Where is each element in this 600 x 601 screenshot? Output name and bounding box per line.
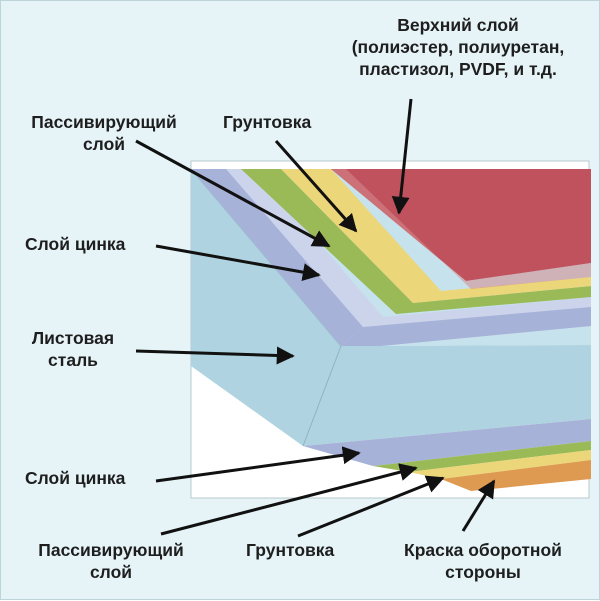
arrow-zinc-top bbox=[155, 244, 321, 282]
passivation-top-layer bbox=[241, 169, 591, 314]
label-zinc-bottom-line1: Слой цинка bbox=[25, 468, 126, 488]
steel-core-side bbox=[191, 169, 341, 446]
steel-core-edge bbox=[302, 345, 342, 447]
label-top-layer-line2: (полиэстер, полиуретан, bbox=[351, 37, 565, 57]
arrow-primer-bottom bbox=[297, 475, 445, 538]
arrow-steel bbox=[135, 346, 295, 365]
zinc-top-edge bbox=[341, 307, 591, 346]
label-primer-top-line1: Грунтовка bbox=[223, 112, 312, 132]
label-primer-bottom-line1: Грунтовка bbox=[246, 540, 335, 560]
label-passivating-top-line2: слой bbox=[82, 134, 126, 154]
label-passivating-bottom-line2: слой bbox=[89, 562, 133, 582]
label-primer-top: Грунтовка bbox=[223, 111, 311, 133]
label-passivating-top: Пассивирующий слой bbox=[17, 111, 191, 155]
label-passivating-top-line1: Пассивирующий bbox=[31, 112, 177, 132]
label-back-paint-line1: Краска оборотной bbox=[404, 540, 562, 560]
arrow-top-layer bbox=[391, 98, 413, 215]
label-primer-bottom: Грунтовка bbox=[246, 539, 334, 561]
label-zinc-top-line1: Слой цинка bbox=[25, 234, 126, 254]
label-steel-line1: Листовая bbox=[31, 328, 115, 348]
zinc-top-layer-shade bbox=[191, 169, 363, 346]
label-top-layer-line1: Верхний слой bbox=[397, 15, 519, 35]
arrow-back-paint bbox=[461, 479, 496, 532]
label-back-paint-line2: стороны bbox=[445, 562, 521, 582]
arrow-passivating-top bbox=[135, 139, 331, 248]
primer-bottom-layer bbox=[409, 450, 591, 479]
label-steel: Листовая сталь bbox=[17, 327, 129, 371]
label-zinc-top: Слой цинка bbox=[25, 233, 125, 255]
label-steel-line2: сталь bbox=[48, 350, 98, 370]
arrow-passivating-bottom bbox=[160, 463, 418, 536]
label-top-layer: Верхний слой (полиэстер, полиуретан, пла… bbox=[323, 14, 593, 80]
label-passivating-bottom-line1: Пассивирующий bbox=[38, 540, 184, 560]
label-zinc-bottom: Слой цинка bbox=[25, 467, 125, 489]
zinc-bottom-layer bbox=[303, 419, 591, 466]
steel-core-front bbox=[303, 345, 591, 446]
label-back-paint: Краска оборотной стороны bbox=[383, 539, 583, 583]
top-coat-edge bbox=[331, 169, 591, 289]
arrow-zinc-bottom bbox=[155, 446, 361, 483]
passivation-bottom-layer bbox=[373, 441, 591, 472]
label-top-layer-line3: пластизол, PVDF, и т.д. bbox=[359, 59, 557, 79]
primer-top-layer bbox=[281, 169, 591, 303]
arrow-primer-top bbox=[274, 140, 358, 233]
label-passivating-bottom: Пассивирующий слой bbox=[17, 539, 205, 583]
